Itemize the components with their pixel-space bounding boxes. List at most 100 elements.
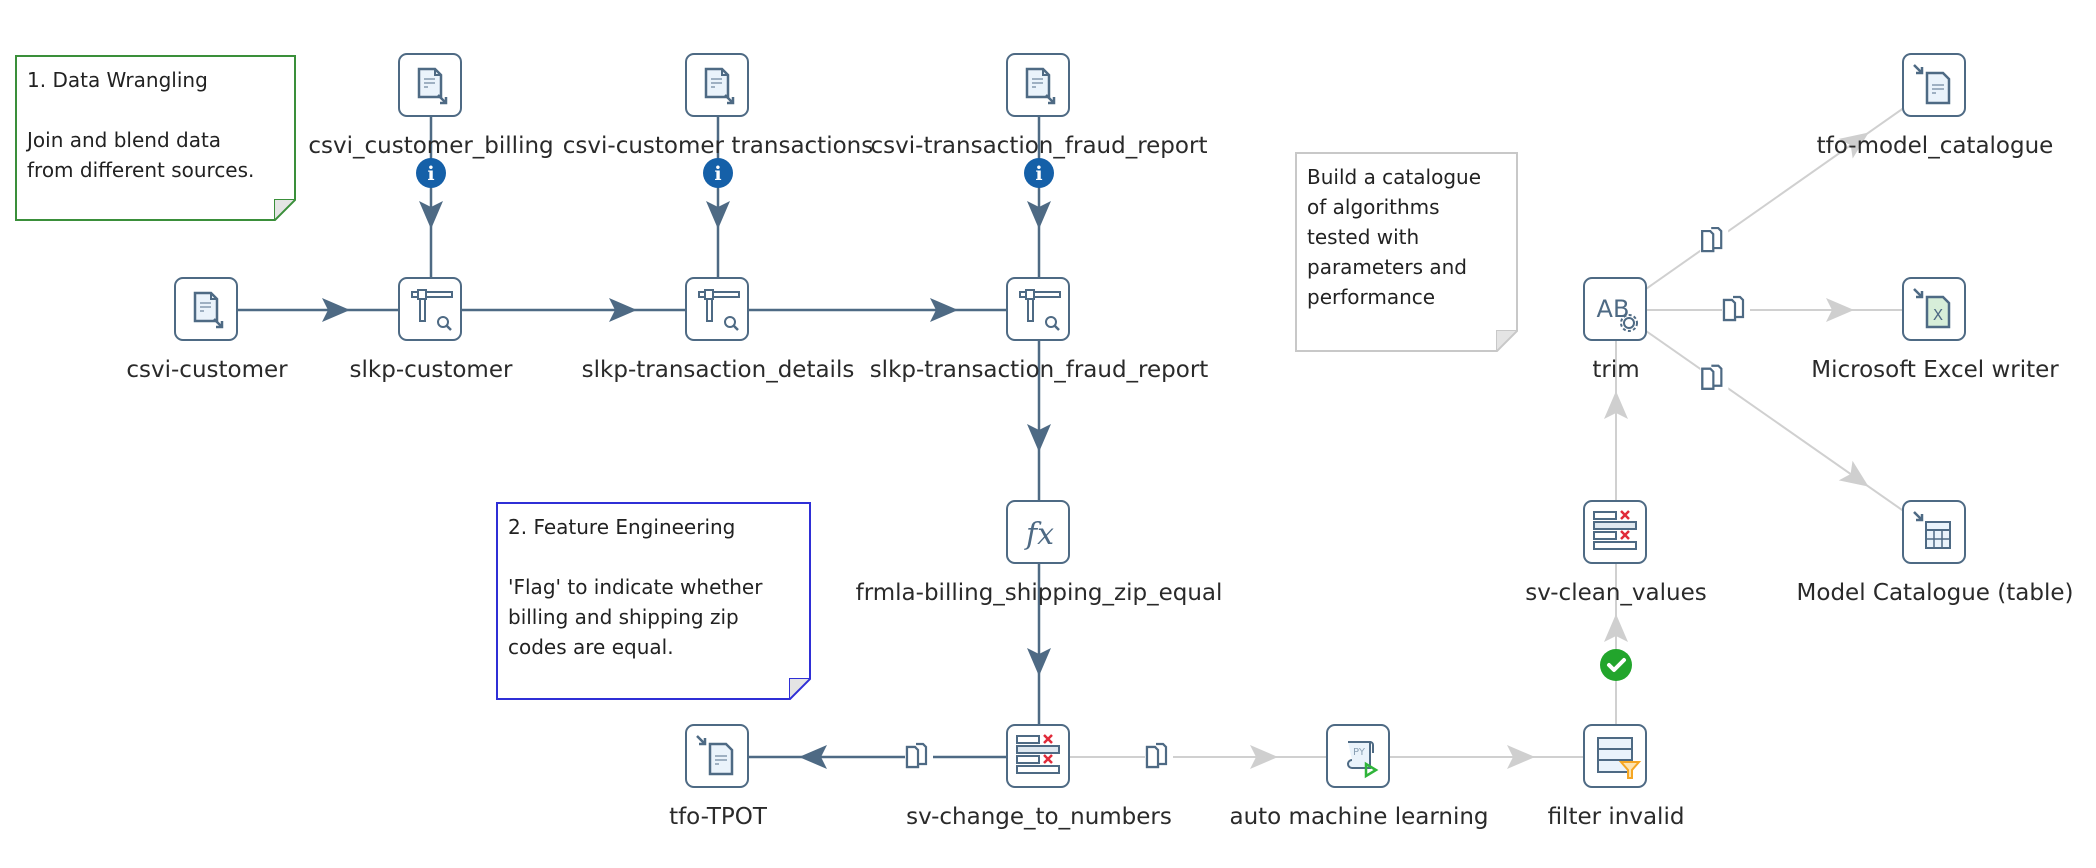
step-csvi_customer[interactable] bbox=[174, 277, 238, 341]
step-label: csvi-customer transactions bbox=[562, 133, 874, 159]
step-label: slkp-transaction_fraud_report bbox=[869, 357, 1209, 383]
hop-trim-to-tfo_model_catalogue[interactable] bbox=[1615, 85, 1936, 311]
step-tfo_model_catalogue[interactable] bbox=[1902, 53, 1966, 117]
step-label: csvi-customer bbox=[126, 357, 288, 383]
hop-arrowhead-icon bbox=[1027, 648, 1051, 676]
table-output-icon bbox=[1913, 511, 1951, 549]
step-frmla_billing_shipping_zip_equal[interactable]: fx bbox=[1006, 500, 1070, 564]
formula-icon: fx bbox=[1024, 517, 1054, 552]
step-label: csvi-transaction_fraud_report bbox=[870, 133, 1208, 159]
step-auto_machine_learning[interactable]: PY bbox=[1326, 724, 1390, 788]
step-label: Microsoft Excel writer bbox=[1811, 357, 2059, 383]
step-label: filter invalid bbox=[1547, 804, 1685, 830]
python-script-icon: PY bbox=[1347, 741, 1379, 779]
csv-input-icon bbox=[1025, 67, 1056, 105]
step-tfo_tpot[interactable] bbox=[685, 724, 749, 788]
note-line: parameters and bbox=[1307, 255, 1467, 279]
step-slkp_transaction_fraud_report[interactable] bbox=[1006, 277, 1070, 341]
excel-writer-icon: X bbox=[1913, 288, 1951, 329]
step-label: csvi_customer_billing bbox=[308, 133, 554, 159]
svg-text:AB: AB bbox=[1597, 295, 1630, 323]
step-csvi_customer_transactions[interactable] bbox=[685, 53, 749, 117]
note-line: performance bbox=[1307, 285, 1436, 309]
note-catalogue[interactable]: Build a catalogue of algorithms tested wit… bbox=[1295, 152, 1518, 352]
note-fold-corner bbox=[1496, 330, 1518, 352]
hop-arrowhead-icon bbox=[706, 201, 730, 229]
stream-lookup-icon bbox=[1019, 289, 1061, 331]
hop-arrowhead-icon bbox=[1838, 460, 1869, 487]
hop-arrowhead-icon bbox=[1826, 298, 1854, 322]
step-slkp_customer[interactable] bbox=[398, 277, 462, 341]
note-line: Build a catalogue bbox=[1307, 165, 1481, 189]
step-sv_clean_values[interactable] bbox=[1583, 500, 1647, 564]
note-data-wrangling[interactable]: 1. Data Wrangling Join and blend data fro… bbox=[15, 55, 296, 221]
note-line: Join and blend data bbox=[27, 128, 222, 152]
step-label: Model Catalogue (table) bbox=[1796, 580, 2074, 606]
hop-arrowhead-icon bbox=[1604, 614, 1628, 642]
hop-trim-to-model_catalogue_table[interactable] bbox=[1615, 309, 1936, 534]
info-icon[interactable]: i bbox=[703, 158, 733, 188]
success-check-icon[interactable] bbox=[1600, 649, 1632, 681]
note-line: 'Flag' to indicate whether bbox=[508, 575, 763, 599]
svg-text:i: i bbox=[714, 163, 721, 185]
note-feature-engineering[interactable]: 2. Feature Engineering 'Flag' to indicat… bbox=[496, 502, 811, 700]
select-values-icon bbox=[1593, 510, 1637, 550]
step-csvi_transaction_fraud_report[interactable] bbox=[1006, 53, 1070, 117]
note-line: tested with bbox=[1307, 225, 1420, 249]
csv-input-icon bbox=[193, 291, 224, 329]
step-label: trim bbox=[1592, 357, 1640, 383]
step-csvi_customer_billing[interactable] bbox=[398, 53, 462, 117]
text-file-output-icon bbox=[1913, 64, 1951, 105]
step-microsoft_excel_writer[interactable]: X bbox=[1902, 277, 1966, 341]
hop-arrowhead-icon bbox=[1507, 745, 1535, 769]
step-label: sv-clean_values bbox=[1525, 580, 1707, 606]
note-spacer bbox=[508, 542, 799, 572]
hop-arrowhead-icon bbox=[1604, 391, 1628, 419]
svg-text:fx: fx bbox=[1024, 517, 1054, 552]
hop-arrowhead-icon bbox=[1250, 745, 1278, 769]
hop-arrowhead-icon bbox=[1838, 132, 1869, 159]
note-spacer bbox=[27, 95, 284, 125]
copy-icon[interactable] bbox=[1722, 295, 1750, 324]
note-line: of algorithms bbox=[1307, 195, 1440, 219]
hop-arrowhead-icon bbox=[799, 745, 827, 769]
note-fold-corner bbox=[274, 199, 296, 221]
hop-arrowhead-icon bbox=[1027, 201, 1051, 229]
svg-text:X: X bbox=[1933, 306, 1943, 324]
svg-text:PY: PY bbox=[1353, 747, 1366, 758]
step-label: slkp-transaction_details bbox=[581, 357, 855, 383]
step-label: frmla-billing_shipping_zip_equal bbox=[855, 580, 1223, 606]
copy-icon[interactable] bbox=[1700, 364, 1729, 393]
select-values-icon bbox=[1016, 734, 1060, 774]
step-label: slkp-customer bbox=[349, 357, 513, 383]
text-file-output-icon bbox=[696, 735, 734, 776]
step-trim[interactable]: AB bbox=[1583, 277, 1647, 341]
step-slkp_transaction_details[interactable] bbox=[685, 277, 749, 341]
copy-icon[interactable] bbox=[1700, 226, 1729, 256]
info-icon[interactable]: i bbox=[1024, 158, 1054, 188]
hop-arrowhead-icon bbox=[322, 298, 350, 322]
hop-arrowhead-icon bbox=[419, 201, 443, 229]
note-title: 2. Feature Engineering bbox=[508, 515, 736, 539]
copy-icon[interactable] bbox=[905, 742, 933, 771]
note-title: 1. Data Wrangling bbox=[27, 68, 208, 92]
step-label: sv-change_to_numbers bbox=[906, 804, 1172, 830]
stream-lookup-icon bbox=[411, 289, 453, 331]
step-model_catalogue_table[interactable] bbox=[1902, 500, 1966, 564]
hop-arrowhead-icon bbox=[609, 298, 637, 322]
info-icon[interactable]: i bbox=[416, 158, 446, 188]
step-label: auto machine learning bbox=[1229, 804, 1489, 830]
copy-icon[interactable] bbox=[1145, 742, 1173, 771]
string-operations-icon: AB bbox=[1597, 295, 1638, 332]
hop-arrowhead-icon bbox=[930, 298, 958, 322]
note-line: from different sources. bbox=[27, 158, 255, 182]
step-label: tfo-TPOT bbox=[669, 804, 767, 830]
note-line: codes are equal. bbox=[508, 635, 674, 659]
svg-text:i: i bbox=[427, 163, 434, 185]
note-line: billing and shipping zip bbox=[508, 605, 739, 629]
csv-input-icon bbox=[704, 67, 735, 105]
step-filter_invalid[interactable] bbox=[1583, 724, 1647, 788]
csv-input-icon bbox=[417, 67, 448, 105]
step-sv_change_to_numbers[interactable] bbox=[1006, 724, 1070, 788]
